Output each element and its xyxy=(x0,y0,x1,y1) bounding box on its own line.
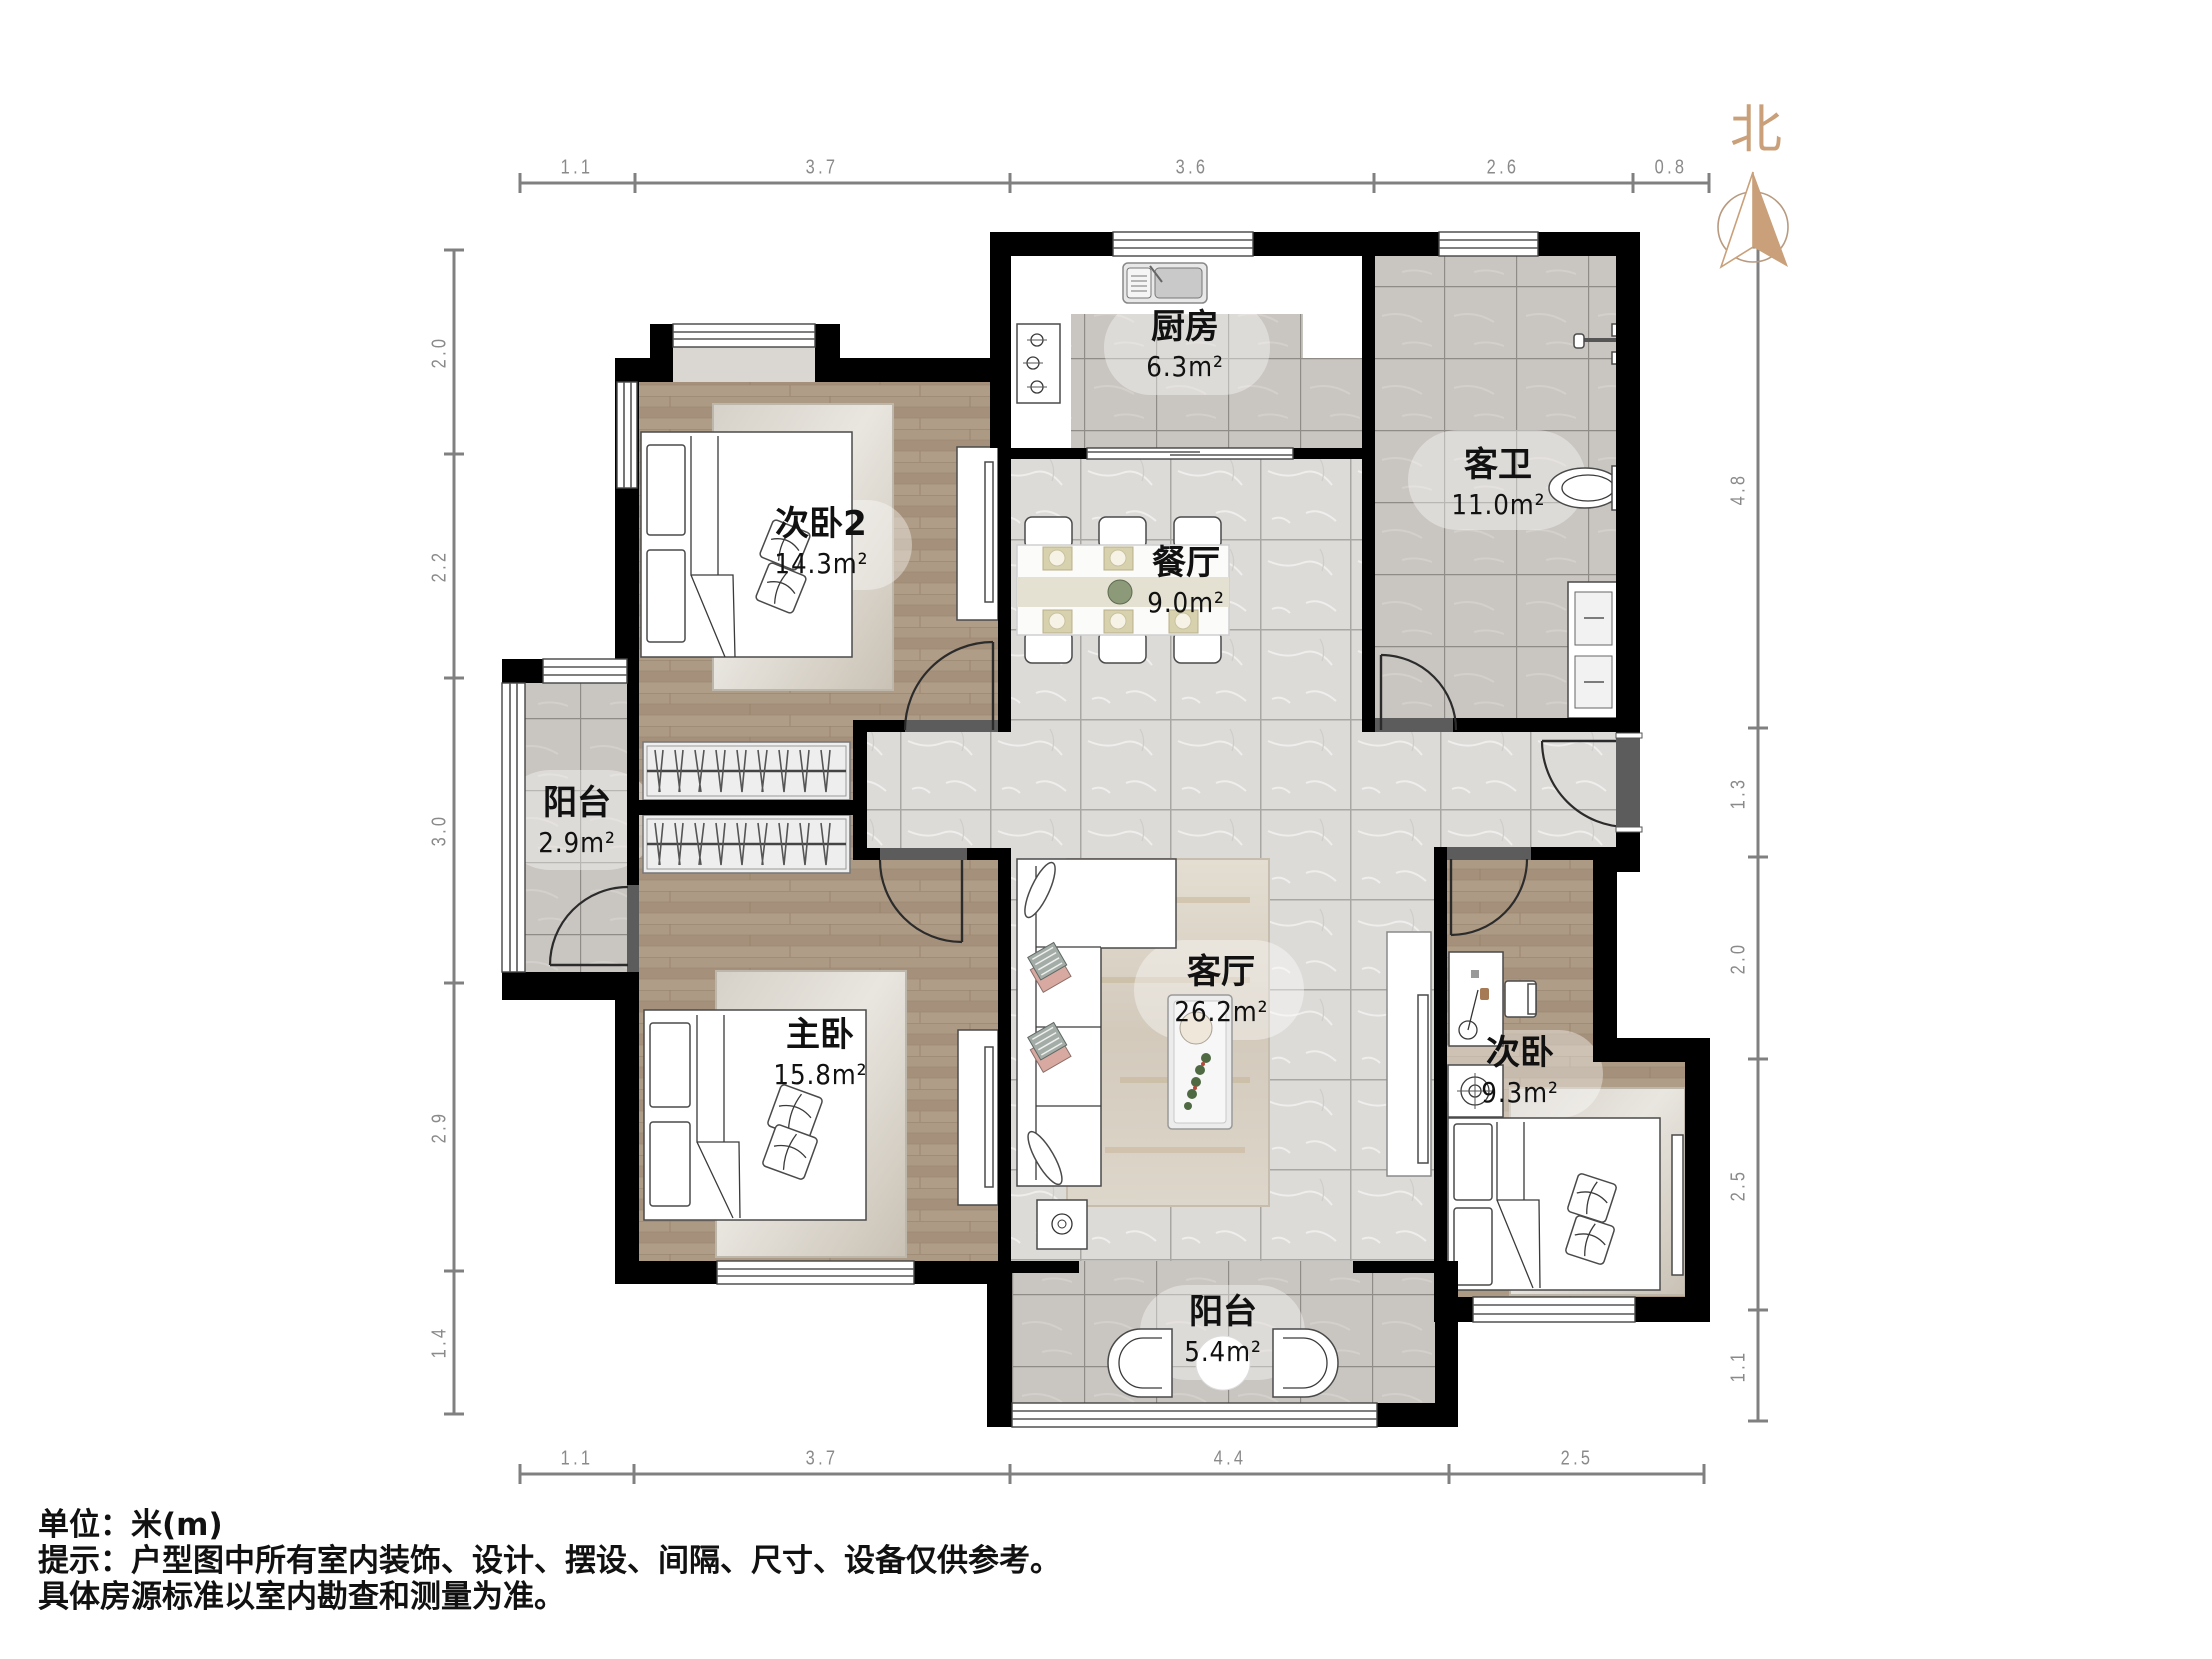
dim-right-3: 2.0 xyxy=(1727,941,1750,975)
dim-bottom-4: 2.5 xyxy=(1560,1447,1594,1470)
window-secondary-bedroom xyxy=(1472,1296,1636,1323)
floor-corridor xyxy=(867,732,1616,848)
coffee-table xyxy=(1167,994,1233,1130)
floor-window-bay xyxy=(673,347,817,382)
sliding-door-kitchen xyxy=(1086,447,1294,460)
sofa xyxy=(1016,858,1177,1187)
door-entrance xyxy=(1540,732,1643,833)
dim-left-3: 3.0 xyxy=(428,813,451,847)
standard-note: 具体房源标准以室内勘查和测量为准。 xyxy=(38,1579,565,1615)
bed-secondary-bedroom xyxy=(1447,1117,1661,1291)
dim-left-1: 2.0 xyxy=(428,335,451,369)
door-secondary-bedroom xyxy=(1447,847,1531,937)
floor-west-balcony xyxy=(525,683,627,972)
dim-bottom-3: 4.4 xyxy=(1213,1447,1247,1470)
bed-secondary-bedroom-2 xyxy=(640,431,853,658)
dim-top-3: 3.6 xyxy=(1175,156,1209,179)
window-bay-secondary-bedroom-2 xyxy=(672,323,816,348)
disclaimer-note: 提示：户型图中所有室内装饰、设计、摆设、间隔、尺寸、设备仅供参考。 xyxy=(38,1543,1061,1579)
wall-shelf-secondary-bedroom xyxy=(1671,1134,1684,1276)
door-bathroom xyxy=(1375,653,1458,732)
kitchen-stove xyxy=(1016,323,1061,404)
door-secondary-bedroom-2 xyxy=(903,640,998,732)
centerpiece xyxy=(1107,579,1133,605)
windows xyxy=(501,231,1636,1428)
desk xyxy=(1448,951,1504,1047)
dim-top-4: 2.6 xyxy=(1486,156,1520,179)
balcony-lounge-set xyxy=(1107,1328,1339,1398)
side-table-flower xyxy=(1036,1199,1088,1250)
desk-chair xyxy=(1504,980,1537,1018)
bed-master-bedroom xyxy=(643,1009,867,1221)
window-side-secondary-bedroom-2 xyxy=(616,381,638,489)
dim-top-1: 1.1 xyxy=(560,156,594,179)
window-bathroom xyxy=(1438,231,1539,257)
double-vanity xyxy=(1567,581,1623,719)
dim-left-2: 2.2 xyxy=(428,549,451,583)
built-in-wardrobe-upper xyxy=(642,741,851,801)
doors xyxy=(548,640,1643,972)
plan-notes: 单位：米(m) 提示：户型图中所有室内装饰、设计、摆设、间隔、尺寸、设备仅供参考… xyxy=(38,1507,1061,1615)
window-kitchen xyxy=(1112,231,1254,257)
north-label: 北 xyxy=(1729,100,1783,161)
dim-right-1: 4.8 xyxy=(1727,472,1750,506)
door-master-bedroom xyxy=(878,848,967,944)
unit-note: 单位：米(m) xyxy=(38,1507,223,1543)
throw-pillow xyxy=(1027,1021,1072,1074)
door-west-balcony xyxy=(548,885,639,972)
dim-right-4: 2.5 xyxy=(1727,1168,1750,1202)
built-in-wardrobe-lower xyxy=(642,814,851,874)
window-west-balcony-top xyxy=(542,658,628,684)
kitchen-sink xyxy=(1122,262,1208,304)
wardrobe-secondary-bedroom-2 xyxy=(956,446,999,621)
window-south-balcony xyxy=(1011,1402,1378,1428)
floor-kitchen-2 xyxy=(1303,358,1362,448)
dim-bottom-1: 1.1 xyxy=(560,1447,594,1470)
north-arrow-icon xyxy=(1717,171,1789,269)
dining-table-set xyxy=(1016,516,1230,664)
wardrobe-master-bedroom xyxy=(957,1029,999,1206)
dim-top-5: 0.8 xyxy=(1654,156,1688,179)
dim-left-5: 1.4 xyxy=(428,1325,451,1359)
dim-right-5: 1.1 xyxy=(1727,1349,1750,1383)
dim-right-2: 1.3 xyxy=(1727,776,1750,810)
throw-pillow xyxy=(1027,941,1072,994)
dim-bottom-2: 3.7 xyxy=(805,1447,839,1470)
tv-cabinet xyxy=(1386,931,1432,1177)
nightstand-lamp xyxy=(1447,1064,1504,1118)
floor-kitchen xyxy=(1071,314,1303,448)
window-west-balcony-side xyxy=(501,682,526,973)
dim-top-2: 3.7 xyxy=(805,156,839,179)
window-master-bedroom xyxy=(716,1260,915,1285)
dim-left-4: 2.9 xyxy=(428,1110,451,1144)
